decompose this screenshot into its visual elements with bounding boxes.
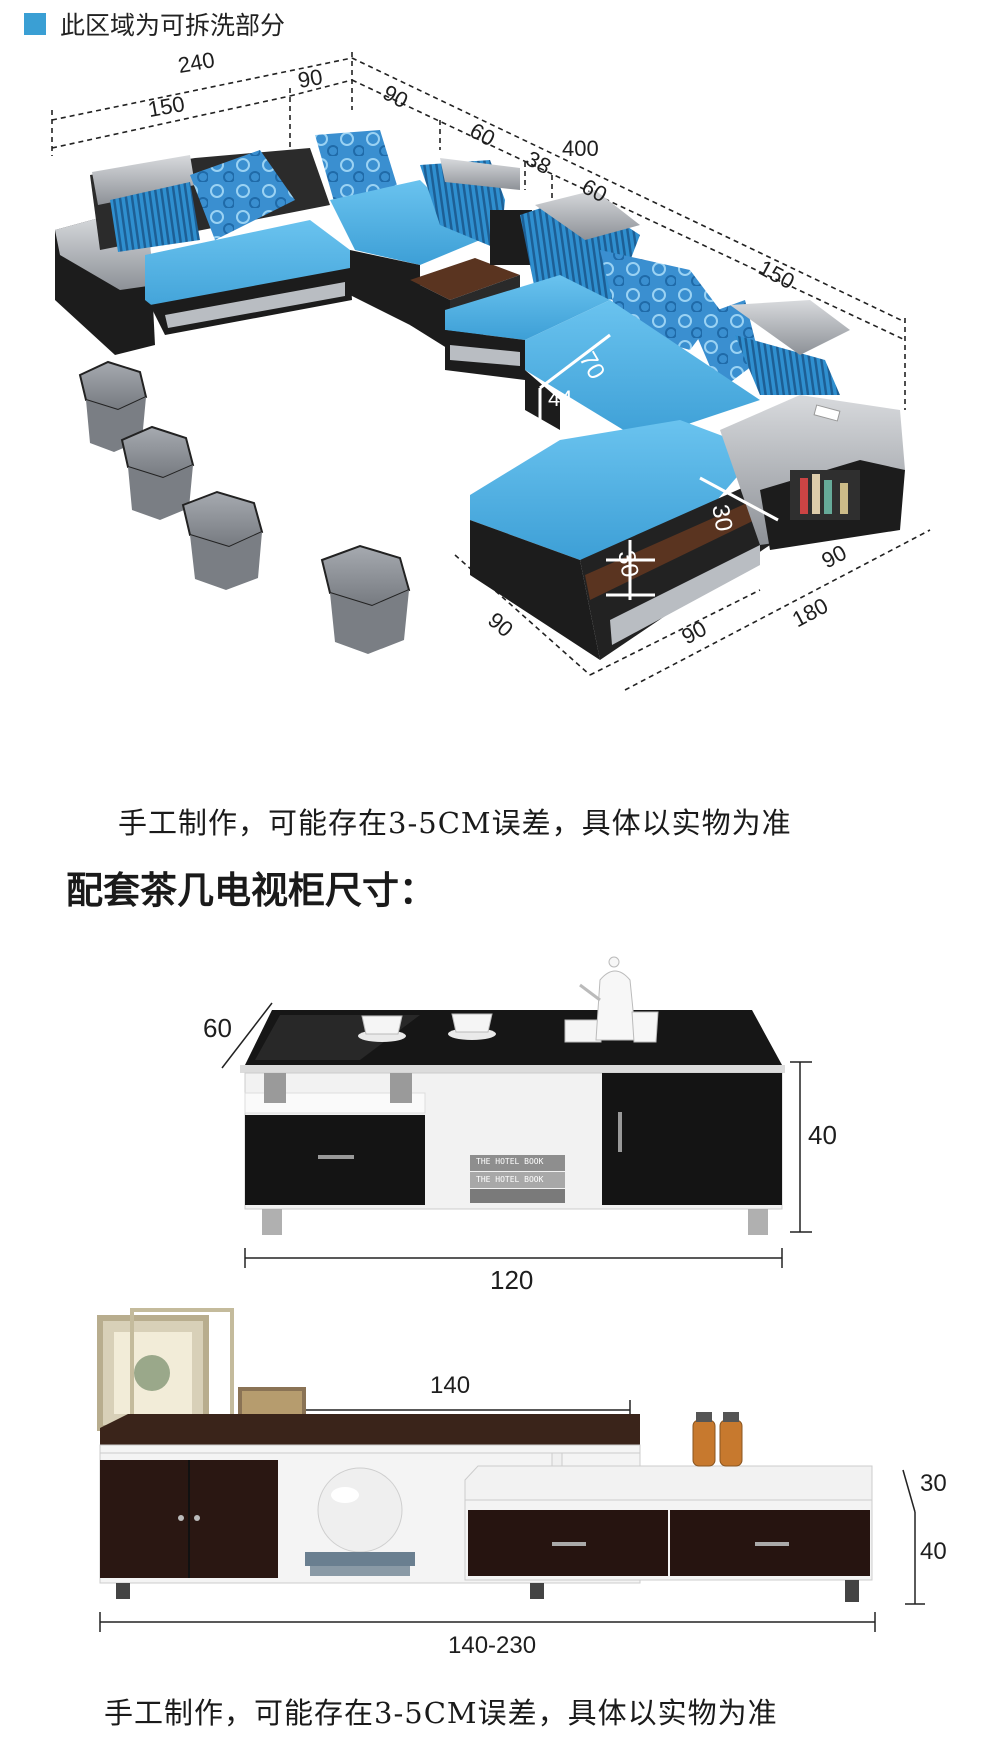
book-spine-1: THE HOTEL BOOK: [476, 1157, 544, 1166]
legend-swatch: [24, 13, 46, 35]
dim-seat-height: 44: [548, 386, 573, 411]
coffee-table-height-label: 40: [808, 1120, 837, 1150]
dim-diag-total: 400: [562, 136, 599, 161]
dim-arm-width: 30: [706, 502, 738, 534]
disclaimer-caption-bottom: 手工制作，可能存在3-5CM误差，具体以实物为准: [104, 1696, 778, 1730]
section-title: 配套茶几电视柜尺寸：: [66, 869, 436, 912]
coffee-table-width-label: 120: [490, 1265, 534, 1295]
legend-text: 此区域为可拆洗部分: [60, 11, 286, 40]
tv-top-width-label: 140: [430, 1372, 471, 1399]
tv-height-label: 40: [920, 1538, 947, 1565]
dim-top-mid: 90: [295, 64, 325, 93]
tv-top-height-label: 30: [920, 1470, 947, 1497]
tv-cabinet-illustration: [97, 1308, 925, 1632]
legend: 此区域为可拆洗部分: [24, 6, 285, 42]
tv-length-label: 140-230: [448, 1632, 537, 1659]
disclaimer-caption: 手工制作，可能存在3-5CM误差，具体以实物为准: [118, 806, 792, 840]
ottomans: [78, 360, 411, 654]
coffee-table-depth-label: 60: [203, 1013, 232, 1043]
book-spine-2: THE HOTEL BOOK: [476, 1175, 544, 1184]
sofa-illustration: [51, 52, 931, 691]
coffee-table-illustration: [221, 956, 812, 1268]
dim-table-width: 30: [612, 548, 644, 580]
